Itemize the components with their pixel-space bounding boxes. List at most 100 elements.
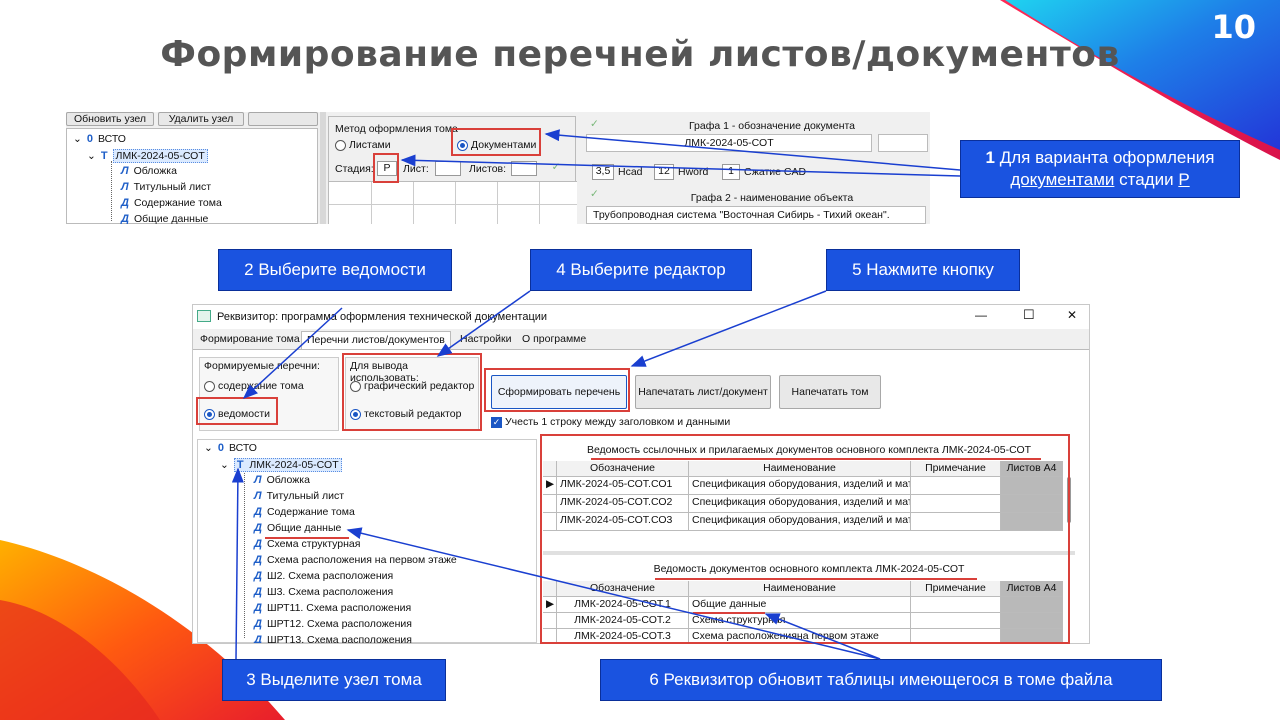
hcad-input[interactable]: 3,5 bbox=[592, 164, 614, 180]
table-row[interactable]: Схема расположенияна первом этаже bbox=[689, 629, 911, 643]
table-row[interactable] bbox=[1001, 477, 1063, 495]
blank-button[interactable] bbox=[248, 112, 318, 126]
radio-text[interactable]: текстовый редактор bbox=[350, 408, 461, 420]
table-row[interactable] bbox=[911, 597, 1001, 613]
table-row[interactable] bbox=[911, 629, 1001, 643]
table-row[interactable] bbox=[1001, 629, 1063, 643]
document-icon: Д bbox=[121, 197, 129, 209]
chevron-down-icon: ⌄ bbox=[73, 133, 82, 145]
graph1-extra[interactable] bbox=[878, 134, 928, 152]
table-row[interactable]: ЛМК-2024-05-СОТ.СО1 bbox=[557, 477, 689, 495]
stage-grid bbox=[329, 181, 577, 224]
col-designation: Обозначение bbox=[557, 581, 689, 597]
check-icon[interactable]: ✓ bbox=[590, 188, 599, 200]
hword-input[interactable]: 12 bbox=[654, 164, 674, 180]
table-row[interactable] bbox=[1001, 597, 1063, 613]
rows-checkbox[interactable]: ✓Учесть 1 строку между заголовком и данн… bbox=[491, 416, 731, 428]
output-group-label: Для вывода использовать: bbox=[350, 360, 419, 384]
table-row[interactable]: ЛМК-2024-05-СОТ.1 bbox=[557, 597, 689, 613]
tab-about[interactable]: О программе bbox=[522, 333, 587, 345]
document-icon: Д bbox=[254, 522, 262, 534]
table2: Обозначение Наименование Примечание Лист… bbox=[543, 581, 1075, 643]
form-list-button[interactable]: Сформировать перечень bbox=[491, 375, 627, 409]
table-row[interactable] bbox=[911, 613, 1001, 629]
update-node-button[interactable]: Обновить узел bbox=[66, 112, 154, 126]
table-row[interactable]: Спецификация оборудования, изделий и мат… bbox=[689, 495, 911, 513]
table-row[interactable]: Спецификация оборудования, изделий и мат… bbox=[689, 477, 911, 495]
print-sheet-button[interactable]: Напечатать лист/документ bbox=[635, 375, 771, 409]
table-row[interactable] bbox=[1001, 513, 1063, 531]
stage-input[interactable]: Р bbox=[377, 161, 397, 176]
radio-documents[interactable]: Документами bbox=[457, 139, 536, 151]
maximize-button[interactable]: ☐ bbox=[1023, 307, 1035, 322]
sheets-input[interactable] bbox=[511, 161, 537, 176]
tab-lists[interactable]: Перечни листов/документов bbox=[301, 331, 451, 349]
table-row[interactable] bbox=[911, 513, 1001, 531]
chevron-down-icon: ⌄ bbox=[87, 150, 96, 162]
radio-statements[interactable]: ведомости bbox=[204, 408, 270, 420]
table-row[interactable] bbox=[1001, 495, 1063, 513]
tree-node[interactable]: ⌄Т ЛМК-2024-05-СОТ bbox=[220, 458, 342, 472]
graph1-title: Графа 1 - обозначение документа bbox=[688, 120, 856, 132]
sheet-input[interactable] bbox=[435, 161, 461, 176]
check-icon[interactable]: ✓ bbox=[590, 118, 599, 130]
table-row[interactable] bbox=[1001, 613, 1063, 629]
lists-group: Формируемые перечни: содержание тома вед… bbox=[199, 357, 339, 431]
table-row[interactable] bbox=[911, 495, 1001, 513]
scrollbar[interactable] bbox=[1067, 477, 1071, 523]
tab-settings[interactable]: Настройки bbox=[460, 333, 512, 345]
table-row[interactable] bbox=[911, 477, 1001, 495]
tab-volume[interactable]: Формирование тома bbox=[200, 333, 300, 345]
table-row[interactable]: Схема структурная bbox=[689, 613, 911, 629]
table-row[interactable]: ЛМК-2024-05-СОТ.СО3 bbox=[557, 513, 689, 531]
table-row[interactable]: Спецификация оборудования, изделий и мат… bbox=[689, 513, 911, 531]
minimize-button[interactable]: — bbox=[975, 308, 987, 322]
row-pointer-icon: ▶ bbox=[543, 477, 557, 495]
radio-graphic[interactable]: графический редактор bbox=[350, 380, 474, 392]
print-volume-button[interactable]: Напечатать том bbox=[779, 375, 881, 409]
sheets-label: Листов: bbox=[469, 163, 507, 175]
graph2-input[interactable]: Трубопроводная система "Восточная Сибирь… bbox=[586, 206, 926, 224]
table-row[interactable]: ЛМК-2024-05-СОТ.СО2 bbox=[557, 495, 689, 513]
check-icon[interactable]: ✓ bbox=[551, 161, 561, 173]
page-title: Формирование перечней листов/документов bbox=[160, 34, 1120, 75]
sheet-label: Лист: bbox=[403, 163, 429, 175]
compress-input[interactable]: 1 bbox=[722, 164, 740, 180]
table-row[interactable]: ЛМК-2024-05-СОТ.2 bbox=[557, 613, 689, 629]
radio-sheets[interactable]: Листами bbox=[335, 139, 391, 151]
folder-0-icon: 0 bbox=[217, 442, 224, 454]
table-row[interactable]: Общие данные bbox=[689, 597, 911, 613]
method-group-label: Метод оформления тома bbox=[335, 123, 458, 135]
volume-icon: Т bbox=[236, 459, 244, 471]
document-icon: Д bbox=[254, 570, 262, 582]
chevron-down-icon: ⌄ bbox=[220, 459, 229, 471]
hword-label: Hword bbox=[678, 166, 709, 178]
table-row[interactable]: ЛМК-2024-05-СОТ.3 bbox=[557, 629, 689, 643]
delete-node-button[interactable]: Удалить узел bbox=[158, 112, 244, 126]
close-button[interactable]: ✕ bbox=[1067, 308, 1078, 322]
graph1-input[interactable]: ЛМК-2024-05-СОТ bbox=[586, 134, 872, 152]
callout-5: 5 Нажмите кнопку bbox=[826, 249, 1020, 291]
radio-contents[interactable]: содержание тома bbox=[204, 380, 304, 392]
